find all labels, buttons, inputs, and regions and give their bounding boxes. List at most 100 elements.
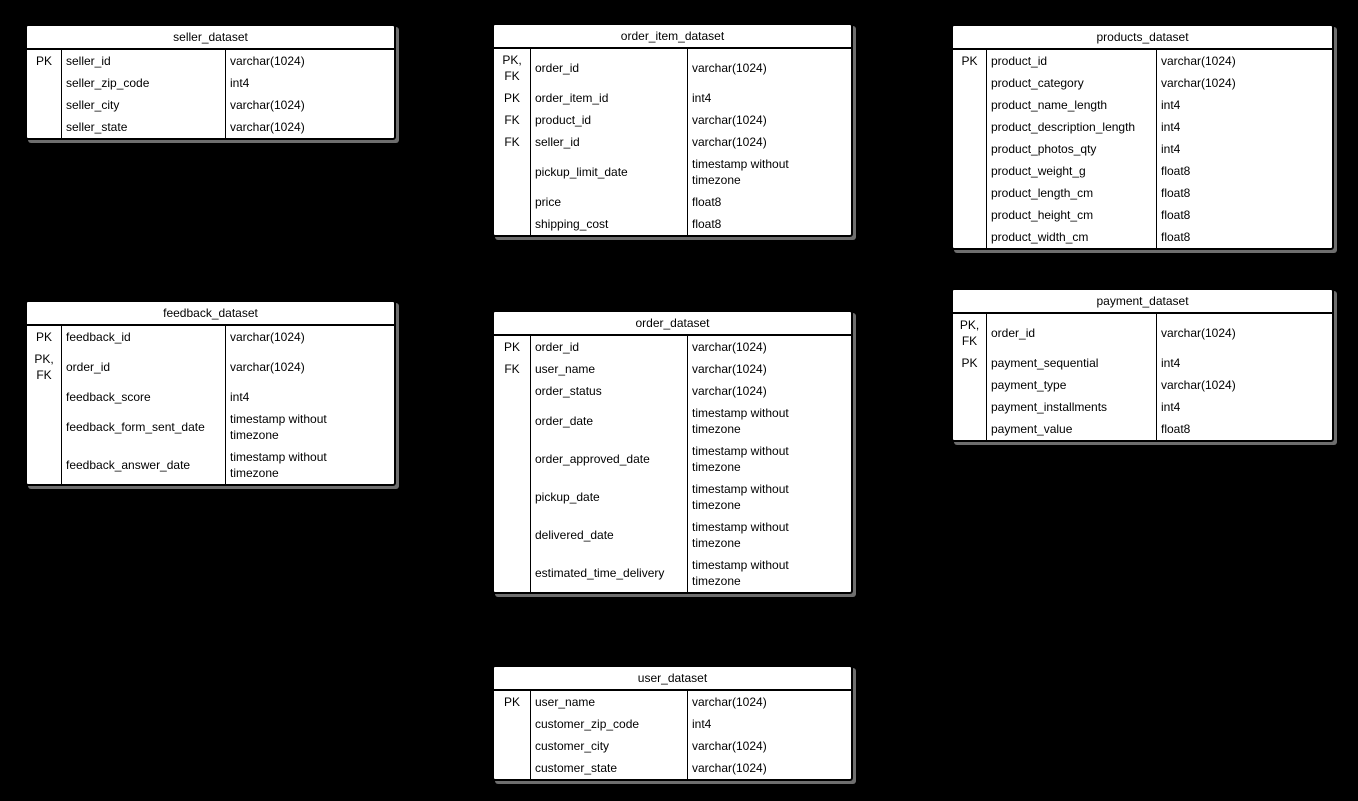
row-field-name: order_id [987, 314, 1157, 352]
row-field-type: float8 [692, 217, 722, 231]
row-field-name: order_id [531, 49, 688, 87]
row-field-name: customer_city [531, 735, 688, 757]
row-field-name: product_category [987, 72, 1157, 94]
row-field-name: product_description_length [987, 116, 1157, 138]
row-field-type: int4 [692, 717, 712, 731]
row-field-type: varchar(1024) [1161, 326, 1236, 340]
row-field-type: varchar(1024) [230, 360, 305, 374]
table-title: order_dataset [494, 312, 851, 336]
row-field-type: varchar(1024) [692, 135, 767, 149]
row-field-name: price [531, 191, 688, 213]
row-key-cell [27, 446, 62, 484]
table-row: payment_value float8 [953, 418, 1332, 440]
row-key-cell [494, 554, 531, 592]
row-field-name: feedback_answer_date [62, 446, 226, 484]
row-field-type: varchar(1024) [230, 330, 305, 344]
row-field-type: varchar(1024) [692, 362, 767, 376]
row-key-cell: PK [953, 352, 987, 374]
row-key-cell [27, 72, 62, 94]
table-title: user_dataset [494, 667, 851, 691]
row-field-type: float8 [1161, 208, 1191, 222]
row-key-cell [953, 418, 987, 440]
row-key-cell [494, 440, 531, 478]
row-key-cell [953, 72, 987, 94]
row-field-name: payment_value [987, 418, 1157, 440]
row-field-type: float8 [1161, 422, 1191, 436]
row-field-name: pickup_date [531, 478, 688, 516]
row-field-type: varchar(1024) [692, 695, 767, 709]
row-field-name: payment_installments [987, 396, 1157, 418]
row-field-type: timestamp without timezone [692, 482, 789, 512]
row-field-type: timestamp without timezone [230, 450, 327, 480]
row-field-type: int4 [230, 76, 250, 90]
row-key-cell [953, 182, 987, 204]
table-row: feedback_score int4 [27, 386, 394, 408]
row-key-cell: FK [494, 131, 531, 153]
row-key-cell: FK [494, 109, 531, 131]
row-field-name: shipping_cost [531, 213, 688, 235]
row-key-cell [953, 226, 987, 248]
row-field-name: pickup_limit_date [531, 153, 688, 191]
row-field-type: int4 [1161, 400, 1181, 414]
row-field-type: int4 [230, 390, 250, 404]
table-title: payment_dataset [953, 290, 1332, 314]
row-field-type: varchar(1024) [1161, 378, 1236, 392]
row-key-cell: PK [27, 326, 62, 348]
row-key-cell [494, 402, 531, 440]
row-field-type: float8 [692, 195, 722, 209]
row-key-cell: PK [494, 336, 531, 358]
row-field-type: varchar(1024) [692, 761, 767, 775]
row-key-cell [494, 153, 531, 191]
row-field-type: timestamp without timezone [230, 412, 327, 442]
row-field-name: feedback_id [62, 326, 226, 348]
row-field-type: varchar(1024) [230, 54, 305, 68]
row-key-cell [494, 478, 531, 516]
row-field-type: varchar(1024) [692, 113, 767, 127]
row-key-cell [494, 213, 531, 235]
table-row: shipping_cost float8 [494, 213, 851, 235]
row-key-cell [953, 138, 987, 160]
row-key-cell: PK, FK [953, 314, 987, 352]
row-field-name: product_photos_qty [987, 138, 1157, 160]
row-field-name: feedback_score [62, 386, 226, 408]
row-key-cell [494, 516, 531, 554]
row-key-cell: PK [953, 50, 987, 72]
row-key-cell: FK [494, 358, 531, 380]
row-field-name: order_id [62, 348, 226, 386]
row-field-name: seller_zip_code [62, 72, 226, 94]
row-key-cell [953, 160, 987, 182]
row-field-type: int4 [1161, 98, 1181, 112]
row-field-type: int4 [692, 91, 712, 105]
